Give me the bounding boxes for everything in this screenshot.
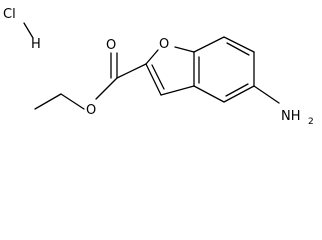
amine-label: NH	[281, 109, 301, 124]
bond-benz-inner-1	[226, 42, 250, 56]
hcl-bond	[23, 22, 34, 39]
bond-c5-n	[253, 85, 280, 104]
bond-furan-o-c7a	[174, 46, 195, 53]
bond-c2-carbonyl	[116, 63, 147, 79]
bond-benz-1	[193, 36, 225, 53]
bond-furan-c2-c3	[145, 63, 162, 96]
ester-oxygen-label: O	[86, 103, 96, 118]
chlorine-label: Cl	[3, 7, 16, 22]
amine-subscript: 2	[308, 117, 314, 127]
bond-benz-5	[193, 85, 225, 103]
structure-canvas: Cl H O O O NH 2	[3, 7, 314, 127]
bond-furan-c2-c3-double	[151, 64, 165, 90]
hydrogen-label: H	[31, 37, 41, 52]
ring-oxygen-label: O	[159, 37, 169, 52]
bond-ch2-ch3	[34, 93, 62, 110]
bond-furan-c3-c3a	[160, 85, 195, 96]
bond-benz-2	[223, 36, 255, 53]
bond-carbonyl-ester-o	[95, 77, 118, 100]
bond-benz-4	[223, 85, 255, 103]
bond-furan-o-c2	[145, 49, 159, 65]
molecule-drawing: Cl H O O O NH 2	[3, 7, 314, 127]
bond-ester-o-ch2	[60, 93, 85, 110]
bond-benz-inner-2	[225, 83, 249, 97]
carbonyl-oxygen-label: O	[106, 38, 116, 53]
